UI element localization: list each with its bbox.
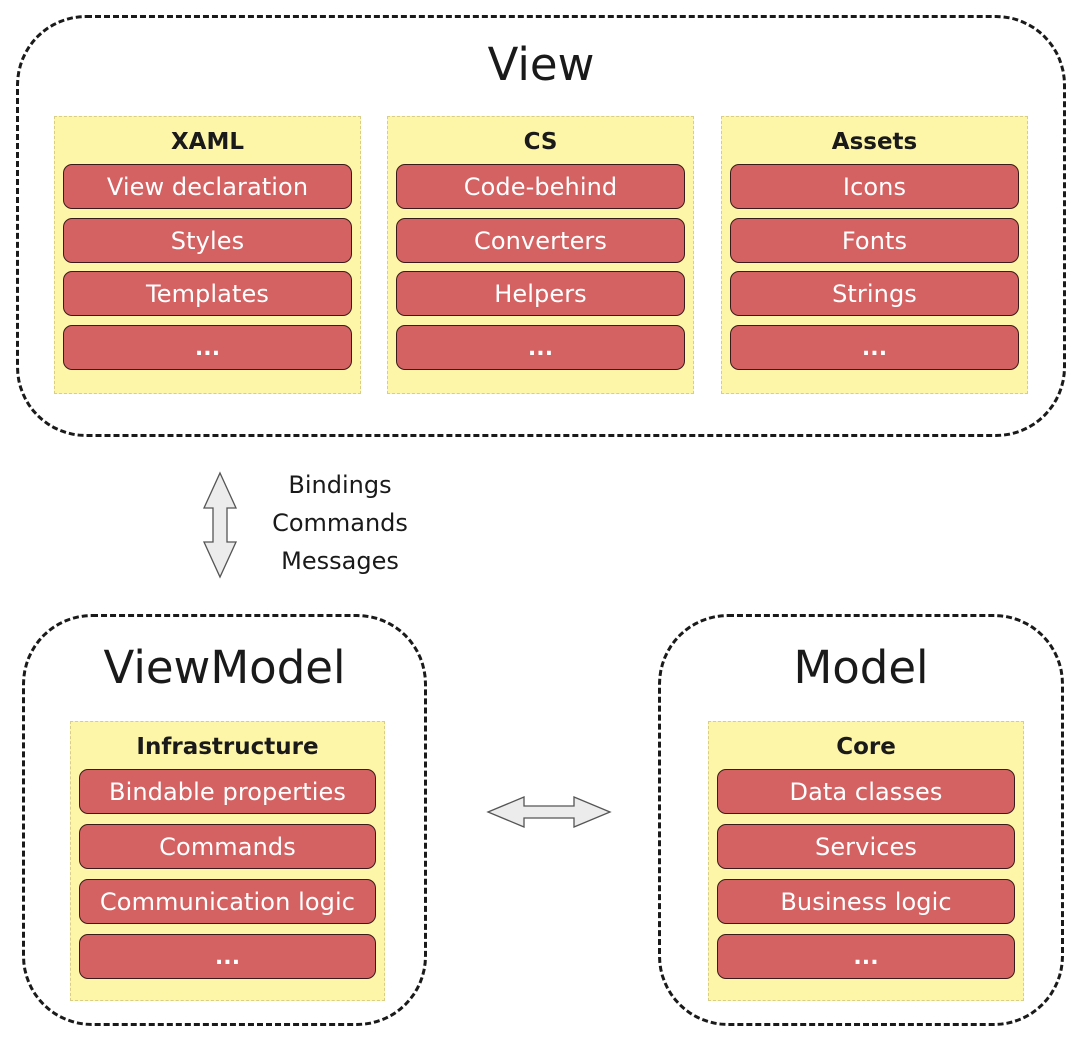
xaml-item: View declaration: [63, 164, 352, 209]
infrastructure-item: Commands: [79, 824, 376, 869]
xaml-item: Templates: [63, 271, 352, 316]
cs-item: Helpers: [396, 271, 685, 316]
cs-item: Converters: [396, 218, 685, 263]
xaml-group: XAML View declaration Styles Templates .…: [54, 116, 361, 394]
connector-label-commands: Commands: [272, 509, 408, 537]
model-region: Model Core Data classes Services Busines…: [658, 614, 1064, 1026]
cs-item: Code-behind: [396, 164, 685, 209]
xaml-group-title: XAML: [170, 129, 245, 155]
model-title: Model: [793, 641, 929, 694]
cs-group: CS Code-behind Converters Helpers ...: [387, 116, 694, 394]
core-group-title: Core: [836, 734, 896, 760]
connector-label-messages: Messages: [281, 547, 399, 575]
cs-item-more: ...: [396, 325, 685, 370]
core-item: Business logic: [717, 879, 1015, 924]
view-region: View XAML View declaration Styles Templa…: [16, 15, 1066, 437]
core-item: Services: [717, 824, 1015, 869]
vertical-double-arrow-icon: [202, 471, 238, 579]
infrastructure-item: Bindable properties: [79, 769, 376, 814]
assets-item: Strings: [730, 271, 1019, 316]
view-title: View: [487, 38, 595, 91]
core-item: Data classes: [717, 769, 1015, 814]
assets-group: Assets Icons Fonts Strings ...: [721, 116, 1028, 394]
assets-item: Fonts: [730, 218, 1019, 263]
xaml-item-more: ...: [63, 325, 352, 370]
connector-labels: Bindings Commands Messages: [250, 466, 430, 580]
infrastructure-item: Communication logic: [79, 879, 376, 924]
cs-group-title: CS: [523, 129, 558, 155]
infrastructure-item-more: ...: [79, 934, 376, 979]
xaml-item: Styles: [63, 218, 352, 263]
assets-item-more: ...: [730, 325, 1019, 370]
assets-group-title: Assets: [831, 129, 918, 155]
assets-item: Icons: [730, 164, 1019, 209]
infrastructure-group: Infrastructure Bindable properties Comma…: [70, 721, 385, 1001]
viewmodel-title: ViewModel: [103, 641, 346, 694]
core-group: Core Data classes Services Business logi…: [708, 721, 1024, 1001]
horizontal-double-arrow-icon: [486, 796, 612, 828]
connector-label-bindings: Bindings: [288, 471, 392, 499]
viewmodel-region: ViewModel Infrastructure Bindable proper…: [22, 614, 427, 1026]
core-item-more: ...: [717, 934, 1015, 979]
infrastructure-group-title: Infrastructure: [136, 734, 319, 760]
